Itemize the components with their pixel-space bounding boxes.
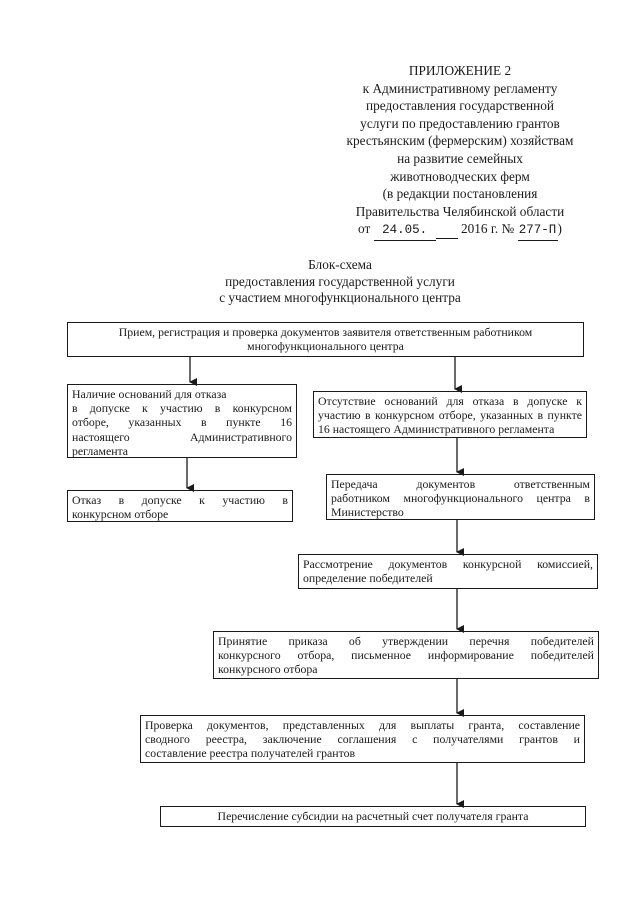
box-payment: Перечисление субсидии на расчетный счет … xyxy=(160,806,586,827)
box-grounds-absent: Отсутствие оснований для отказа в допуск… xyxy=(313,391,587,438)
box-text-line: Перечисление субсидии на расчетный счет … xyxy=(217,809,529,823)
box-text-line: Министерство xyxy=(331,505,404,520)
box-text-line: Принятие приказа об утверждении перечня … xyxy=(218,634,594,648)
box-text-line: Отказ в допуске к участию в xyxy=(72,493,288,507)
box-text-line: отборе, указанных в пункте 16 xyxy=(72,415,292,430)
appendix-line: крестьянским (фермерским) хозяйствам xyxy=(346,133,574,149)
date-underline xyxy=(435,220,458,239)
box-text-line: участию в конкурсном отборе, указанных в… xyxy=(318,408,582,423)
appendix-line: животноводческих ферм xyxy=(390,168,530,184)
box-verification: Проверка документов, представленных для … xyxy=(140,715,585,763)
appendix-header: ПРИЛОЖЕНИЕ 2 к Административному регламе… xyxy=(325,62,595,241)
box-text-line: Отсутствие оснований для отказа в допуск… xyxy=(318,394,582,408)
appendix-line: предоставления государственной xyxy=(365,98,555,114)
box-refusal: Отказ в допуске к участию в конкурсном о… xyxy=(67,490,293,522)
box-text-line: Рассмотрение документов конкурсной комис… xyxy=(303,557,593,571)
box-text-line: конкурсного отбора, письменное информиро… xyxy=(218,648,594,663)
appendix-line: к Административному регламенту xyxy=(362,80,558,96)
appendix-line: на развитие семейных xyxy=(397,150,523,166)
scheme-title: Блок-схема предоставления государственно… xyxy=(150,257,530,307)
scheme-title-line: предоставления государственной услуги xyxy=(225,273,455,289)
box-text-line: в допуске к участию в конкурсном xyxy=(72,401,292,416)
box-text-line: Передача документов ответственным xyxy=(331,477,590,491)
box-text-line: регламента xyxy=(72,443,129,458)
box-text-line: конкурсного отбора xyxy=(218,662,318,677)
appendix-date-line: от 24.05. 2016 г. № 277-П) xyxy=(325,220,595,241)
appendix-line: Правительства Челябинской области xyxy=(355,203,565,219)
box-text-line: работником многофункционального центра в xyxy=(331,491,590,506)
box-review: Рассмотрение документов конкурсной комис… xyxy=(298,554,598,589)
box-text-line: Прием, регистрация и проверка документов… xyxy=(118,325,533,339)
box-text-line: Наличие оснований для отказа xyxy=(72,387,227,401)
number-value: 277-П xyxy=(517,222,558,241)
box-text-line: сводного реестра, заключение соглашения … xyxy=(145,732,580,747)
scheme-title-line: Блок-схема xyxy=(308,257,372,272)
date-prefix: от xyxy=(358,221,371,237)
box-grounds-present: Наличие оснований для отказа в допуске к… xyxy=(67,384,297,458)
box-text-line: определение победителей xyxy=(303,571,433,586)
box-text-line: настоящего Административного xyxy=(72,429,292,444)
box-text-line: конкурсном отборе xyxy=(72,507,169,522)
box-text-line: многофункционального центра xyxy=(247,339,404,354)
box-text-line: составление реестра получателей грантов xyxy=(145,746,356,761)
year-text: 2016 г. № xyxy=(460,221,515,237)
box-order: Принятие приказа об утверждении перечня … xyxy=(213,631,599,679)
appendix-line: услуги по предоставлению грантов xyxy=(360,115,560,131)
box-reception: Прием, регистрация и проверка документов… xyxy=(67,322,584,357)
box-text-line: 16 настоящего Административного регламен… xyxy=(318,422,555,437)
number-suffix: ) xyxy=(557,221,562,237)
scheme-title-line: с участием многофункционального центра xyxy=(219,290,461,305)
appendix-line: (в редакции постановления xyxy=(382,186,538,202)
date-value: 24.05. xyxy=(373,222,436,241)
box-text-line: Проверка документов, представленных для … xyxy=(145,718,580,732)
box-transfer: Передача документов ответственным работн… xyxy=(326,474,595,520)
appendix-title: ПРИЛОЖЕНИЕ 2 xyxy=(408,63,512,78)
